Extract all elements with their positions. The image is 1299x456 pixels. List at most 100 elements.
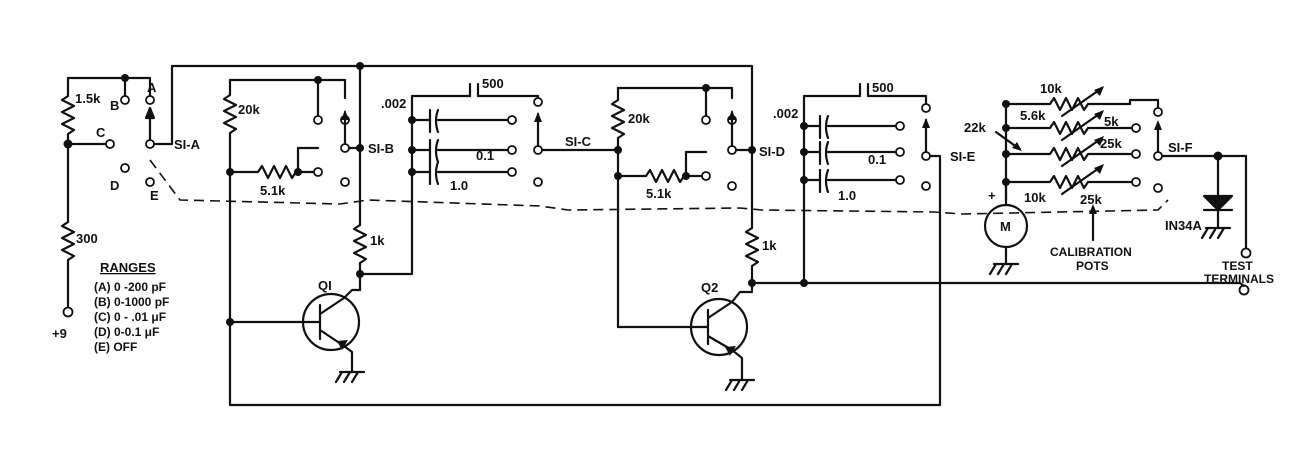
switch-s1e-label: SI-E — [950, 149, 976, 164]
switch-contact-c — [105, 139, 115, 149]
switch-s1d-contact — [701, 115, 711, 125]
resistor-5-1k-q1-label: 5.1k — [260, 183, 286, 198]
switch-s1c-contact — [533, 177, 543, 187]
resistor-1-5k — [60, 82, 76, 146]
switch-s1f-contact — [1131, 149, 1141, 159]
capacitor-1-0-1-label: 1.0 — [450, 178, 468, 193]
switch-s1e-pole — [921, 151, 931, 161]
switch-label-a: A — [147, 80, 157, 95]
switch-contact-b — [120, 95, 130, 105]
junction-dot — [408, 116, 416, 124]
switch-s1f-contact — [1153, 107, 1163, 117]
resistor-300-label: 300 — [76, 231, 98, 246]
junction-dot — [356, 270, 364, 278]
switch-s1d-contact — [701, 171, 711, 181]
range-item-c: (C) 0 - .01 μF — [94, 310, 166, 324]
capacitor-bank-1 — [410, 82, 540, 186]
junction-dot — [800, 148, 808, 156]
resistor-25k-1-label: 25k — [1100, 136, 1122, 151]
capacitor-002-1-label: .002 — [381, 96, 406, 111]
resistor-1k-q1 — [352, 223, 368, 292]
switch-gang-linkage — [149, 159, 1169, 215]
supply-label: +9 — [52, 326, 67, 341]
switch-s1c-pole — [533, 145, 543, 155]
switch-s1c-contact — [507, 167, 517, 177]
calibration-pots-label: CALIBRATION — [1050, 245, 1132, 259]
switch-s1d-contact — [727, 181, 737, 191]
switch-s1f-contact — [1153, 183, 1163, 193]
junction-dot — [121, 74, 129, 82]
capacitor-1-0-1 — [428, 160, 510, 186]
resistor-5-6k-label: 5.6k — [1020, 108, 1046, 123]
capacitor-500-2-label: 500 — [872, 80, 894, 95]
resistor-20k-q1-label: 20k — [238, 102, 260, 117]
diode-label: IN34A — [1165, 218, 1202, 233]
resistor-25k-2-label: 25k — [1080, 192, 1102, 207]
junction-dot — [63, 139, 73, 149]
capacitor-500-1-label: 500 — [482, 76, 504, 91]
transistor-q2-label: Q2 — [701, 280, 718, 295]
capacitor-1-0-2-label: 1.0 — [838, 188, 856, 203]
switch-s1f-contact — [1131, 123, 1141, 133]
switch-s1e-contact — [895, 121, 905, 131]
switch-s1b-contact — [340, 177, 350, 187]
ground-q1 — [334, 370, 366, 384]
switch-s1f-pole — [1153, 151, 1163, 161]
test-terminal — [1240, 247, 1252, 259]
resistor-10k-bot-label: 10k — [1024, 190, 1046, 205]
switch-s1d-label: SI-D — [759, 144, 785, 159]
switch-contact-a — [145, 95, 155, 105]
switch-s1e-contact — [921, 181, 931, 191]
meter-plus-label: + — [988, 188, 996, 203]
resistor-22k-label: 22k — [964, 120, 986, 135]
capacitor-bank-2 — [802, 82, 928, 285]
range-item-b: (B) 0-1000 pF — [94, 295, 169, 309]
junction-dot — [226, 318, 234, 326]
junction-dot — [1002, 178, 1010, 186]
switch-s1a-label: SI-A — [174, 137, 201, 152]
switch-s1c-label: SI-C — [565, 134, 592, 149]
switch-s1f-label: SI-F — [1168, 140, 1193, 155]
switch-contact-e — [145, 177, 155, 187]
resistor-1k-q2-label: 1k — [762, 238, 777, 253]
junction-dot — [614, 146, 622, 154]
junction-dot — [800, 279, 808, 287]
switch-pole — [145, 139, 155, 149]
resistor-1k-q1-label: 1k — [370, 233, 385, 248]
switch-s1e-contact — [921, 103, 931, 113]
capacitor-0-1-1-label: 0.1 — [476, 148, 494, 163]
switch-label-d: D — [110, 178, 119, 193]
capacitor-002-2-label: .002 — [773, 106, 798, 121]
resistor-20k-q2 — [610, 86, 626, 329]
switch-s1f-contact — [1131, 177, 1141, 187]
switch-s1e-contact — [895, 147, 905, 157]
junction-dot — [314, 76, 322, 84]
switch-s1e-contact — [895, 175, 905, 185]
switch-s1c-contact — [507, 115, 517, 125]
transistor-q1-label: QI — [318, 278, 332, 293]
resistor-10k-top-label: 10k — [1040, 81, 1062, 96]
test-terminals-label: TEST — [1222, 259, 1253, 273]
resistor-1-5k-label: 1.5k — [75, 91, 101, 106]
range-item-a: (A) 0 -200 pF — [94, 280, 166, 294]
junction-dot — [408, 146, 416, 154]
range-resistor-section — [60, 76, 152, 308]
switch-s1a — [105, 64, 362, 187]
switch-s1b-contact — [313, 167, 323, 177]
resistor-5k-label: 5k — [1104, 114, 1119, 129]
switch-contact-d — [120, 163, 130, 173]
resistor-20k-q1 — [222, 78, 238, 174]
ranges-title: RANGES — [100, 260, 156, 275]
junction-dot — [702, 84, 710, 92]
junction-dot — [226, 168, 234, 176]
junction-dot — [614, 172, 622, 180]
resistor-5-1k-q2-label: 5.1k — [646, 186, 672, 201]
switch-label-c: C — [96, 125, 106, 140]
meter-label: M — [1000, 219, 1011, 234]
calibration-section — [983, 86, 1248, 276]
capacitor-0-1-1 — [428, 138, 510, 164]
q2-stage — [610, 86, 1242, 392]
junction-dot — [1002, 150, 1010, 158]
switch-label-b: B — [110, 98, 119, 113]
